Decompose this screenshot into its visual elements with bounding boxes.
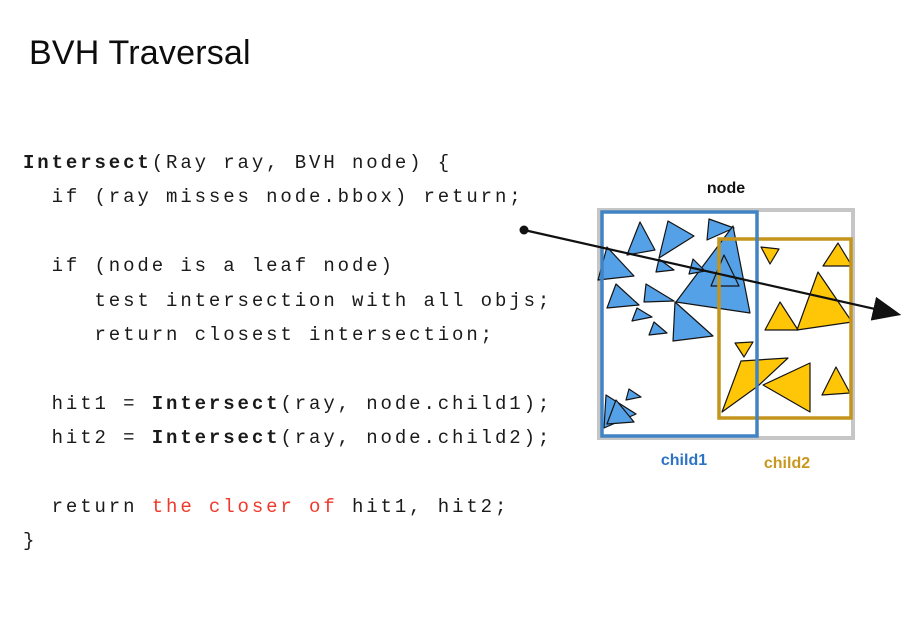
blue-triangle bbox=[648, 321, 668, 336]
node-bbox bbox=[597, 208, 855, 440]
yellow-triangle bbox=[821, 366, 851, 396]
child1-bbox bbox=[600, 210, 759, 438]
code-line: if (node is a leaf node) bbox=[23, 255, 395, 278]
yellow-triangle bbox=[721, 357, 789, 413]
bvh-diagram: node child1 child2 bbox=[515, 170, 914, 475]
code-line: hit1 = Intersect(ray, node.child1); bbox=[23, 392, 553, 415]
child1-box-label: child1 bbox=[661, 452, 707, 469]
code-line: return closest intersection; bbox=[23, 323, 495, 346]
blue-triangle bbox=[658, 220, 695, 259]
blue-triangle bbox=[655, 258, 675, 273]
yellow-triangle bbox=[764, 301, 799, 331]
child2-bbox bbox=[717, 237, 853, 420]
ray-arrow bbox=[523, 228, 902, 321]
pseudocode-block: Intersect(Ray ray, BVH node) { if (ray m… bbox=[23, 146, 552, 559]
code-line bbox=[23, 456, 552, 490]
yellow-triangle bbox=[762, 362, 811, 413]
code-line: } bbox=[23, 530, 38, 553]
yellow-triangle bbox=[796, 271, 853, 331]
code-line: hit2 = Intersect(ray, node.child2); bbox=[23, 427, 553, 450]
ray-origin-dot bbox=[519, 225, 529, 235]
slide-title: BVH Traversal bbox=[29, 34, 251, 72]
node-box-label: node bbox=[707, 180, 745, 197]
bvh-shapes bbox=[519, 208, 902, 440]
blue-triangle bbox=[675, 225, 751, 314]
code-line: Intersect(Ray ray, BVH node) { bbox=[23, 152, 453, 174]
yellow-triangle bbox=[734, 341, 754, 358]
child2-box-label: child2 bbox=[764, 455, 810, 472]
blue-triangle bbox=[606, 399, 635, 425]
code-line: test intersection with all objs; bbox=[23, 289, 553, 312]
blue-triangle bbox=[606, 283, 640, 309]
blue-triangle bbox=[625, 388, 642, 401]
blue-triangle bbox=[643, 283, 675, 303]
code-line bbox=[23, 352, 552, 386]
code-line: return the closer of hit1, hit2; bbox=[23, 495, 510, 518]
blue-triangle bbox=[626, 221, 656, 256]
blue-triangle bbox=[706, 218, 735, 241]
yellow-triangle bbox=[760, 246, 780, 265]
yellow-triangle bbox=[822, 242, 853, 267]
blue-triangle bbox=[631, 307, 653, 322]
blue-triangle bbox=[672, 301, 714, 342]
code-line: if (ray misses node.bbox) return; bbox=[23, 186, 524, 209]
code-line bbox=[23, 215, 552, 249]
